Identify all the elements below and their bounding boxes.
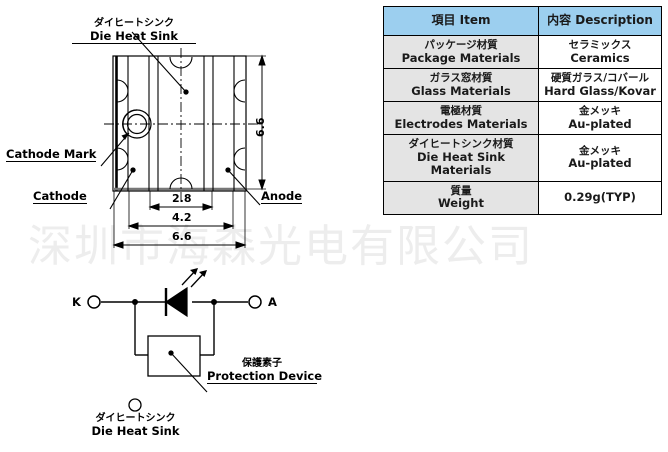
cell-desc-en: Au-plated	[568, 156, 632, 171]
cell-item-en: Package Materials	[401, 50, 521, 65]
specification-table: 項目 Item 内容 Description パッケージ材質 Package M…	[383, 6, 662, 215]
anode-terminal-circle	[248, 295, 262, 309]
die-heat-sink-circle	[128, 398, 142, 412]
cell-item-en: Die Heat Sink	[416, 149, 506, 164]
label-protection-device-jp: 保護素子	[242, 358, 282, 369]
table-header-row: 項目 Item 内容 Description	[383, 6, 662, 36]
table-cell-item: 質量 Weight	[383, 180, 539, 215]
anode-leader	[225, 167, 261, 206]
cell-desc-jp: 硬質ガラス/コバール	[550, 72, 650, 84]
cell-item-en: Weight	[438, 196, 484, 210]
terminal-circles	[87, 295, 262, 309]
label-cathode-mark: Cathode Mark	[6, 147, 97, 162]
label-cathode-text: Cathode	[33, 189, 87, 203]
table-row: ダイヒートシンク材質 Die Heat Sink Materials 金メッキ …	[383, 134, 662, 182]
label-protection-device-en: Protection Device	[207, 369, 323, 383]
circuit-terminal-a: A	[268, 295, 277, 309]
dimension-text-4-2: 4.2	[172, 211, 192, 224]
table-row: 質量 Weight 0.29g(TYP)	[383, 180, 662, 215]
cell-item-jp: 電極材質	[440, 105, 482, 117]
center-lines	[104, 48, 258, 205]
cell-item-jp: パッケージ材質	[424, 39, 498, 51]
protection-device-leader	[168, 350, 208, 393]
cell-desc-en: Ceramics	[570, 50, 630, 65]
label-protection-device: 保護素子 Protection Device	[207, 358, 323, 384]
package-notches	[116, 56, 246, 190]
die-heat-sink-leader	[131, 31, 189, 95]
label-cathode: Cathode	[33, 190, 87, 204]
label-die-heat-sink-bottom-en: Die Heat Sink	[91, 424, 180, 438]
cathode-terminal-circle	[87, 295, 101, 309]
junction-dots	[132, 299, 217, 305]
dimension-width-middle	[127, 191, 235, 230]
cell-desc-en: Hard Glass/Kovar	[544, 83, 656, 98]
led-diode-symbol	[164, 286, 188, 318]
cell-item-en: Electrodes Materials	[394, 116, 528, 131]
circuit-terminal-k: K	[72, 295, 81, 309]
cell-item-jp: ガラス窓材質	[429, 72, 493, 84]
cell-desc-jp: 金メッキ	[579, 144, 621, 157]
dimension-text-6-6-height: 6.6	[254, 117, 267, 138]
table-cell-description: 金メッキ Au-plated	[538, 101, 662, 135]
label-die-heat-sink-top-en: Die Heat Sink	[89, 29, 179, 43]
cell-desc-jp: セラミックス	[568, 39, 632, 51]
table-cell-item: ダイヒートシンク材質 Die Heat Sink Materials	[383, 134, 539, 182]
cell-item-en: Glass Materials	[411, 83, 511, 98]
table-cell-description: 硬質ガラス/コバール Hard Glass/Kovar	[538, 68, 662, 102]
table-cell-item: ガラス窓材質 Glass Materials	[383, 68, 539, 102]
table-cell-description: 金メッキ Au-plated	[538, 134, 662, 182]
label-cathode-mark-text: Cathode Mark	[6, 147, 97, 161]
label-anode-text: Anode	[261, 189, 303, 203]
table-row: ガラス窓材質 Glass Materials 硬質ガラス/コバール Hard G…	[383, 68, 662, 102]
table-cell-description: セラミックス Ceramics	[538, 35, 662, 69]
table-row: パッケージ材質 Package Materials セラミックス Ceramic…	[383, 35, 662, 69]
table-header-description: 内容 Description	[538, 6, 662, 36]
label-die-heat-sink-top-jp: ダイヒートシンク	[94, 18, 174, 29]
table-row: 電極材質 Electrodes Materials 金メッキ Au-plated	[383, 101, 662, 135]
dimension-width-inner	[148, 191, 214, 211]
cell-item-en2: Materials	[430, 163, 492, 177]
cell-desc-en: 0.29g(TYP)	[564, 189, 636, 204]
watermark-text: 深圳市海森光电有限公司	[28, 221, 534, 272]
cell-item-jp: 質量	[450, 184, 472, 197]
dimension-width-outer	[112, 191, 247, 249]
dimension-height	[246, 54, 266, 191]
light-emission-arrows	[181, 268, 207, 288]
dimension-text-2-8: 2.8	[172, 192, 192, 205]
label-die-heat-sink-bottom: ダイヒートシンク Die Heat Sink	[78, 413, 193, 438]
cell-desc-jp: 金メッキ	[579, 105, 621, 117]
label-die-heat-sink-top: ダイヒートシンク Die Heat Sink	[72, 18, 196, 44]
package-body	[112, 55, 247, 192]
label-die-heat-sink-bottom-jp: ダイヒートシンク	[95, 413, 176, 424]
cell-desc-en: Au-plated	[568, 116, 632, 131]
package-division-lines	[127, 56, 235, 191]
table-cell-description: 0.29g(TYP)	[538, 180, 662, 215]
table-header-item: 項目 Item	[383, 6, 539, 36]
dimension-text-6-6-width: 6.6	[172, 230, 192, 243]
cell-item-jp: ダイヒートシンク材質	[408, 138, 514, 150]
table-cell-item: 電極材質 Electrodes Materials	[383, 101, 539, 135]
label-anode: Anode	[261, 189, 303, 204]
cathode-mark-leader	[100, 132, 130, 167]
table-cell-item: パッケージ材質 Package Materials	[383, 35, 539, 69]
